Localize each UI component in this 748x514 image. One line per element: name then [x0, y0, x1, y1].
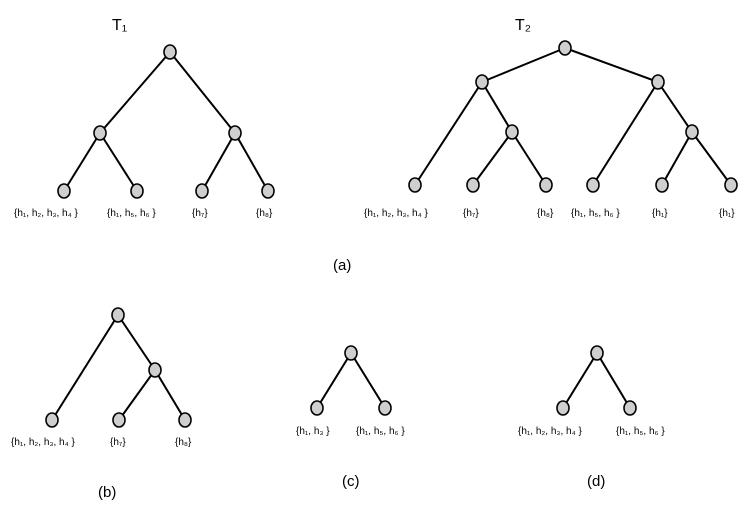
edge [117, 314, 156, 371]
leaf-label: {h₁, h₂, h₃, h₄ } [518, 426, 582, 437]
leaf-label: {h₁} [652, 208, 668, 219]
tree-node [111, 307, 125, 323]
leaf-node [378, 400, 392, 416]
leaf-label: {h₈} [175, 437, 192, 448]
tree-node [558, 40, 572, 56]
edge [511, 131, 547, 186]
edge [99, 51, 171, 134]
tree-node [93, 125, 107, 141]
edge [316, 352, 352, 409]
edge [596, 352, 631, 409]
leaf-label: {h₁, h₂, h₃, h₄ } [364, 208, 428, 219]
leaf-node [623, 400, 637, 416]
leaf-label: {h₇} [192, 208, 208, 219]
leaf-node [310, 400, 324, 416]
tree-node [475, 74, 489, 90]
leaf-node [178, 412, 192, 428]
leaf-label: {h₁, h₅, h₆ } [571, 208, 620, 219]
edge [657, 81, 693, 133]
tree-c: {h₁, h₃ } {h₁, h₅, h₆ } [296, 345, 405, 437]
leaf-node [655, 177, 669, 193]
tree-b: {h₁, h₂, h₃, h₄ } {h₇} {h₈} [11, 307, 192, 448]
edge [481, 81, 513, 133]
leaf-label: {h₁, h₅, h₆ } [107, 208, 156, 219]
edge [592, 81, 659, 186]
leaf-label: {h₈} [256, 208, 273, 219]
edge [562, 352, 598, 409]
edge [472, 131, 513, 186]
leaf-label: {h₁, h₂, h₃, h₄ } [14, 208, 78, 219]
leaf-label: {h₁, h₅, h₆ } [356, 426, 405, 437]
edge [350, 352, 386, 409]
leaf-label: {h₁, h₃ } [296, 426, 330, 437]
edge [691, 131, 732, 186]
leaf-label: {h₁, h₂, h₃, h₄ } [11, 437, 75, 448]
edge [63, 132, 101, 192]
tree-node [505, 124, 519, 140]
leaf-node [261, 183, 275, 199]
leaf-label: {h₁} [719, 208, 735, 219]
edge [564, 47, 659, 83]
tree-node [148, 362, 162, 378]
tree-node [344, 345, 358, 361]
leaf-node [586, 177, 600, 193]
tree-t2: T₂ {h₁, h₂, h₃, h₄ } {h₇} {h₈} {h₁, h₅, … [364, 17, 738, 219]
leaf-node [408, 177, 422, 193]
edge [51, 314, 119, 421]
leaf-node [112, 412, 126, 428]
leaf-node [195, 183, 209, 199]
leaf-label: {h₁, h₅, h₆ } [616, 426, 665, 437]
tree-node [651, 74, 665, 90]
edge [414, 81, 483, 186]
tree-node [163, 44, 177, 60]
leaf-node [57, 183, 71, 199]
tree-node [590, 345, 604, 361]
edge [118, 369, 156, 421]
tree-t1: T₁ {h₁, h₂, h₃, h₄ } {h₁, h₅, h₆ } {h₇} … [14, 17, 275, 219]
leaf-label: {h₇} [463, 208, 479, 219]
edge [99, 132, 138, 192]
caption-a: (a) [333, 257, 351, 274]
edge [169, 51, 236, 134]
leaf-label: {h₈} [537, 208, 554, 219]
tree-node [228, 125, 242, 141]
caption-d: (d) [587, 473, 605, 490]
leaf-node [539, 177, 553, 193]
leaf-label: {h₇} [110, 437, 126, 448]
tree-d: {h₁, h₂, h₃, h₄ } {h₁, h₅, h₆ } [518, 345, 665, 437]
leaf-node [130, 183, 144, 199]
caption-b: (b) [98, 484, 116, 501]
edge [234, 132, 269, 192]
caption-c: (c) [342, 473, 360, 490]
edge [201, 132, 236, 192]
leaf-node [466, 177, 480, 193]
tree-t2-title: T₂ [515, 17, 531, 34]
edge [661, 131, 693, 186]
edge [481, 47, 566, 83]
leaf-node [45, 412, 59, 428]
leaf-node [724, 177, 738, 193]
tree-t1-title: T₁ [112, 17, 127, 34]
tree-node [685, 124, 699, 140]
leaf-node [556, 400, 570, 416]
edge [154, 369, 186, 421]
